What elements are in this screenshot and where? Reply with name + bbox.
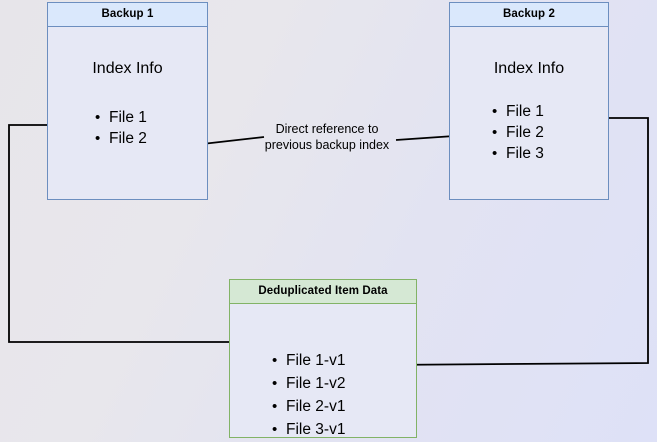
list-item: File 2 — [492, 122, 544, 143]
list-item: File 1-v1 — [272, 349, 345, 372]
list-item: File 1 — [95, 107, 147, 128]
direct-reference-line-1: Direct reference to — [275, 122, 379, 136]
dedup-file-list: File 1-v1 File 1-v2 File 2-v1 File 3-v1 — [272, 349, 345, 441]
list-item: File 2 — [95, 128, 147, 149]
backup1-title: Backup 1 — [48, 3, 207, 27]
list-item: File 1 — [492, 101, 544, 122]
dedup-body: File 1-v1 File 1-v2 File 2-v1 File 3-v1 — [230, 304, 416, 438]
backup1-box[interactable]: Backup 1 Index Info File 1 File 2 — [47, 2, 208, 200]
backup1-file-list: File 1 File 2 — [95, 107, 147, 149]
backup2-body: Index Info File 1 File 2 File 3 — [450, 27, 608, 199]
list-item: File 1-v2 — [272, 372, 345, 395]
backup2-index-label: Index Info — [493, 60, 565, 77]
direct-reference-annotation: Direct reference to previous backup inde… — [252, 121, 402, 153]
backup2-title: Backup 2 — [450, 3, 608, 27]
backup1-index-label: Index Info — [92, 60, 163, 77]
list-item: File 3-v1 — [272, 418, 345, 441]
list-item: File 3 — [492, 143, 544, 164]
dedup-title: Deduplicated Item Data — [230, 280, 416, 304]
backup2-box[interactable]: Backup 2 Index Info File 1 File 2 File 3 — [449, 2, 609, 200]
backup2-file-list: File 1 File 2 File 3 — [492, 101, 544, 164]
backup1-body: Index Info File 1 File 2 — [48, 27, 207, 199]
list-item: File 2-v1 — [272, 395, 345, 418]
direct-reference-line-2: previous backup index — [264, 138, 390, 152]
deduplicated-item-data-box[interactable]: Deduplicated Item Data File 1-v1 File 1-… — [229, 279, 417, 438]
